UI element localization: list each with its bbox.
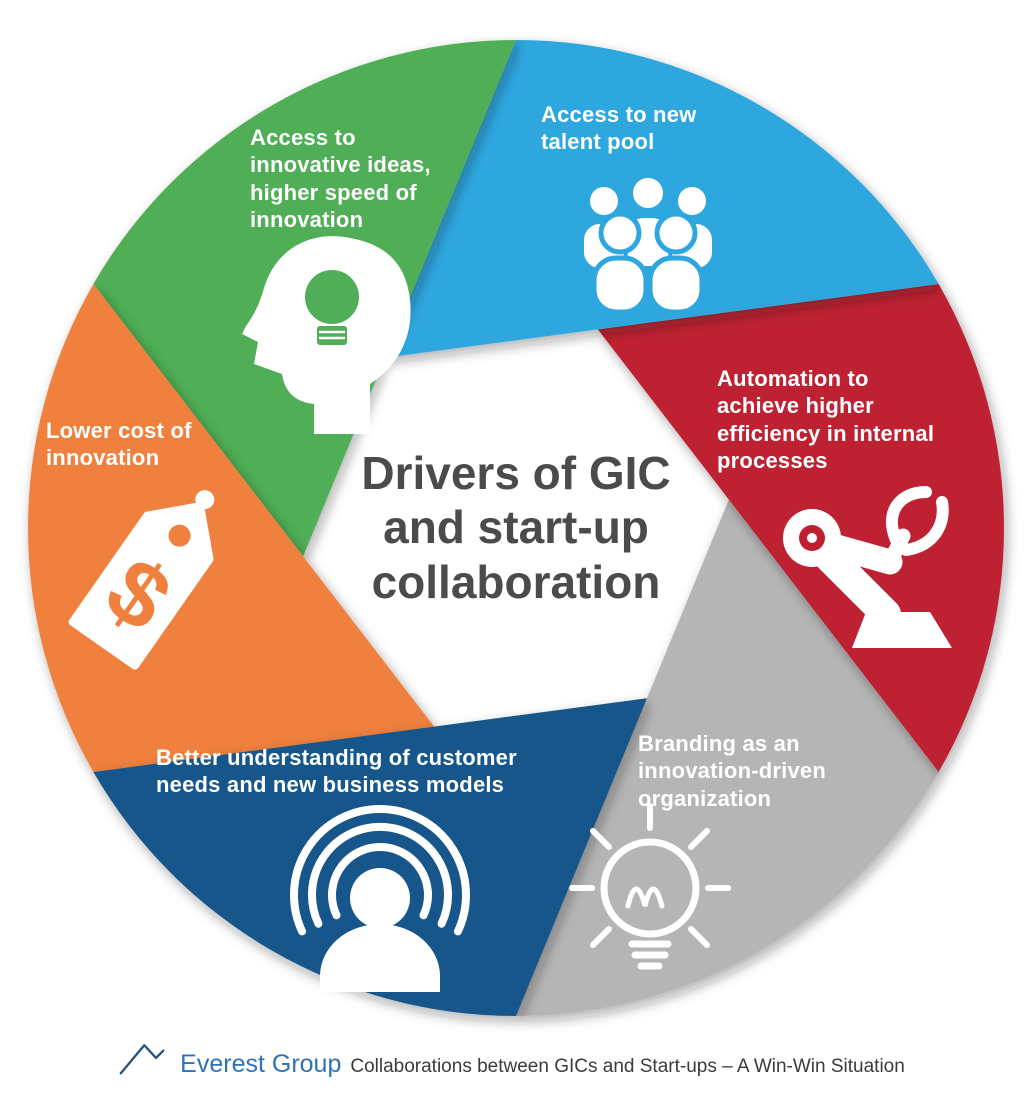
price-tag-icon: $	[68, 490, 215, 670]
wheel-title: Drivers of GIC and start-up collaboratio…	[361, 447, 671, 608]
collaboration-wheel: $	[28, 40, 1004, 1017]
segment-label-talent-pool: Access to new talent pool	[541, 102, 697, 155]
segment-branding	[516, 499, 939, 1017]
segment-label-innovative-ideas: Access to innovative ideas, higher speed…	[250, 125, 431, 232]
segment-label-lower-cost: Lower cost of innovation	[46, 418, 192, 471]
everest-group-logo: Everest Group	[180, 1050, 342, 1078]
footer-caption: Collaborations between GICs and Start-up…	[350, 1056, 905, 1077]
segment-customer-needs	[93, 698, 647, 1016]
head-lightbulb-icon	[242, 236, 411, 434]
segment-label-automation: Automation to achieve higher efficiency …	[717, 366, 935, 473]
lightbulb-sketch-icon	[569, 803, 731, 970]
wheel-icons: $	[68, 174, 952, 992]
person-signal-icon	[290, 805, 470, 992]
people-icon	[580, 174, 716, 315]
robot-arm-icon	[783, 486, 952, 648]
mountain-peak-icon	[119, 1044, 165, 1075]
footer: Everest Group Collaborations between GIC…	[0, 1038, 1024, 1081]
segment-label-customer-needs: Better understanding of customer needs a…	[156, 745, 517, 798]
segment-label-branding: Branding as an innovation-driven organiz…	[638, 731, 826, 811]
